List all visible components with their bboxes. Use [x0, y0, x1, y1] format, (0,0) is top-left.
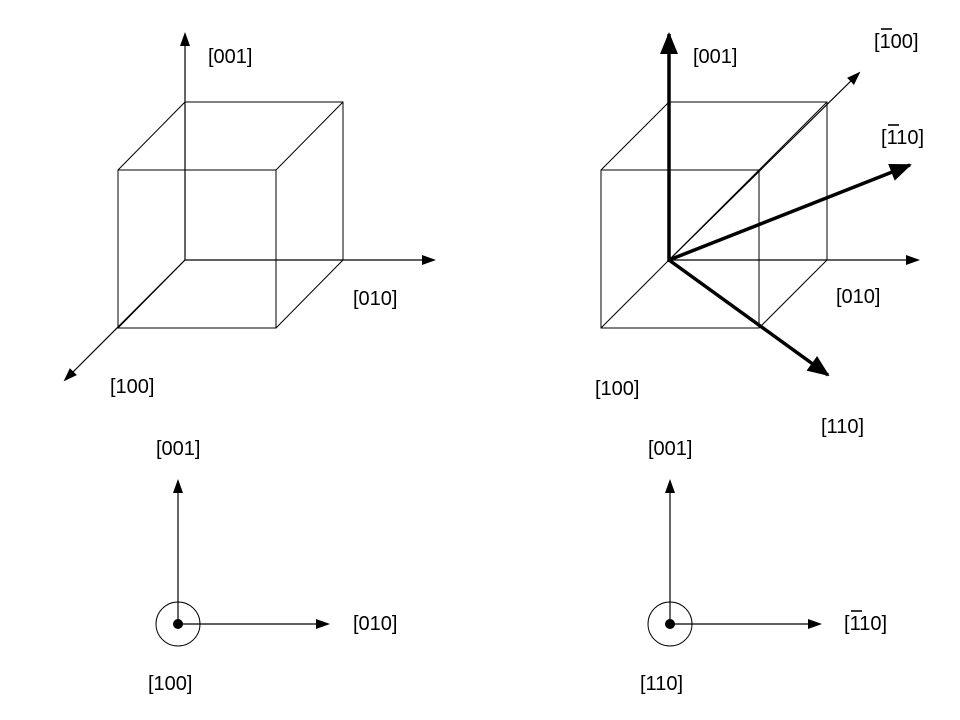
bar110-digits: 110 [850, 613, 882, 635]
label-bar110: [110] [844, 610, 887, 635]
bottom-right-projection-panel: [001] [110] [110] [640, 438, 887, 695]
label-100: [100] [595, 378, 639, 400]
bracket-open: [ [844, 613, 850, 635]
cube-edge [600, 101, 670, 171]
svg-text:[110]: [110] [881, 127, 924, 149]
top-left-cube-panel: [001] [010] [100] [63, 32, 436, 398]
label-010: [010] [353, 613, 397, 635]
label-010: [010] [836, 286, 880, 308]
cube-edge [275, 101, 344, 171]
out-of-page-circle [647, 601, 693, 647]
cube-edge [600, 259, 670, 329]
bracket-close: ] [918, 127, 924, 149]
label-001: [001] [648, 438, 692, 460]
bar100-digits: 100 [880, 31, 913, 53]
cube-edge [117, 101, 186, 171]
svg-text:[110]: [110] [844, 613, 887, 635]
cube-edge [275, 259, 344, 329]
cube-front-face [600, 169, 760, 329]
out-of-page-dot [173, 619, 183, 629]
bracket-close: ] [881, 613, 887, 635]
label-bar110: [110] [881, 124, 924, 149]
label-bar100: [100] [874, 28, 919, 53]
axis-100-arrow [63, 259, 186, 382]
out-of-page-circle [155, 601, 201, 647]
bar110-digits: 110 [887, 127, 919, 149]
bracket-close: ] [913, 31, 919, 53]
label-110: [110] [640, 673, 683, 695]
label-010: [010] [353, 288, 397, 310]
bold-110-arrow [667, 258, 830, 377]
bold-bar110-arrow [668, 163, 912, 262]
label-001: [001] [156, 438, 200, 460]
label-110: [110] [821, 416, 864, 438]
cube-edge [758, 101, 828, 171]
out-of-page-dot [665, 619, 675, 629]
label-100: [100] [110, 376, 154, 398]
bracket-open: [ [874, 31, 880, 53]
top-right-cube-panel: [001] [010] [100] [110] [100] [110] [595, 28, 924, 438]
label-001: [001] [208, 46, 252, 68]
label-100: [100] [148, 673, 192, 695]
axis-bar100-arrow [668, 71, 861, 261]
svg-text:[100]: [100] [874, 31, 919, 53]
cube-edge [758, 259, 828, 329]
bottom-left-projection-panel: [001] [010] [100] [148, 438, 397, 695]
bracket-open: [ [881, 127, 887, 149]
label-001: [001] [693, 46, 737, 68]
cube-front-face [117, 169, 277, 329]
